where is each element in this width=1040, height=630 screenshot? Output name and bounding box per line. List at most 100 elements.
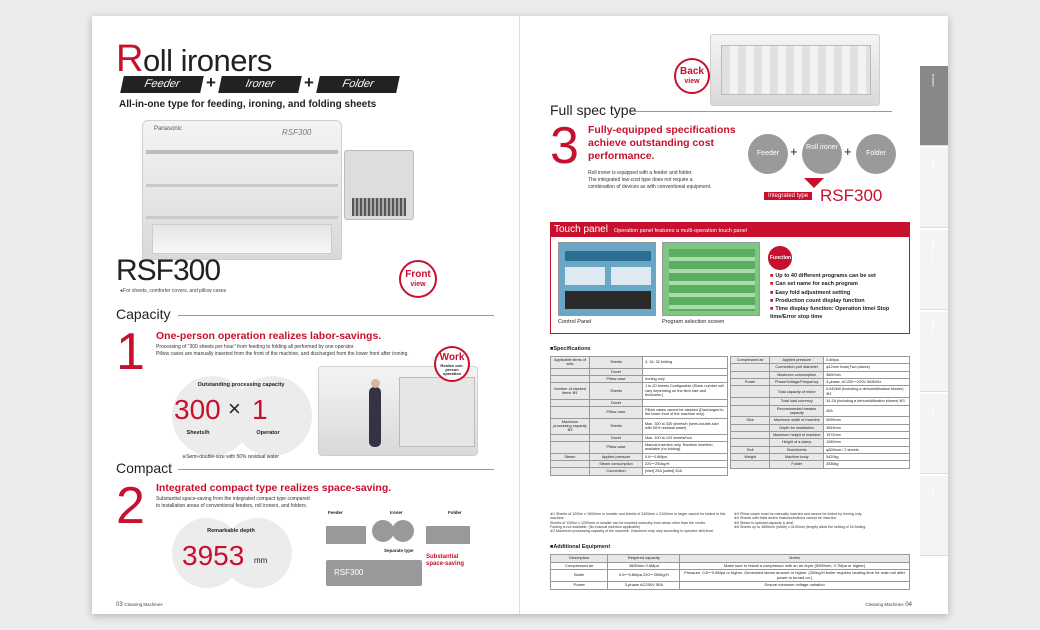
- footnote: Sheets of 1200m x 1200mm or smaller can …: [550, 520, 706, 525]
- feature-list: Up to 40 different programs can be set C…: [770, 272, 906, 322]
- spec-value: Manual insertion only. Random insertion …: [642, 441, 728, 454]
- arrow-down-icon: [804, 178, 824, 188]
- spec-group: Applicable items of sets: [550, 356, 590, 369]
- subtitle: All-in-one type for feeding, ironing, an…: [119, 99, 377, 110]
- spec-group: Weight: [729, 453, 771, 462]
- footnote: ※2 Maximum processing capacity of the ma…: [550, 529, 714, 534]
- spec-item: Steam consumption: [588, 460, 644, 469]
- times-sign: ×: [228, 396, 241, 421]
- spec-group: [550, 433, 590, 443]
- spec-group: Steam: [550, 452, 590, 462]
- unit-sheets: Sheets/h: [186, 430, 210, 436]
- footnote: ※4 Sheets with folds and/or features/but…: [734, 516, 837, 521]
- model-name: RSF300: [116, 254, 221, 287]
- spec-item: Maximum height of machine: [769, 430, 825, 440]
- side-tab[interactable]: Feeders: [920, 148, 948, 228]
- capacity-title: One-person operation realizes labor-savi…: [156, 330, 382, 342]
- capacity-note: ※Semi-double-size with 50% residual wate…: [182, 454, 280, 460]
- spec-group: [729, 430, 771, 440]
- capacity-body: Processing of "300 sheets per hour" from…: [156, 344, 409, 357]
- caption-program-selection: Program selection screen: [662, 319, 725, 325]
- spec-heading: ■Specifications: [550, 346, 591, 352]
- spec-item: Folder: [769, 460, 825, 469]
- diagram-label-feeder: Feeder: [328, 510, 343, 515]
- spec-value: Max. 300 to 330 sheets/h (semi-double-si…: [642, 417, 728, 435]
- integrated-type-label: RSF300: [334, 568, 364, 577]
- spec-value: 34.2A (including a dehumidification blow…: [823, 397, 910, 406]
- spec-item: Machine body: [769, 453, 825, 462]
- side-tab[interactable]: Folders: [920, 312, 948, 392]
- spec-row: Duvet: [550, 367, 728, 377]
- page-footer-right: Cleaning Machines 04: [865, 602, 912, 608]
- spec-group: [550, 398, 590, 407]
- column-header: Required capacity: [607, 554, 681, 563]
- diagram-label-folder: Folder: [448, 510, 462, 515]
- full-spec-heading: Full spec type: [550, 102, 637, 118]
- table-cell: 3-phase AC200V 50A: [607, 581, 681, 590]
- spec-group: Number of stacked items ※1: [550, 382, 590, 400]
- pill-ironer: Ironer: [218, 76, 302, 93]
- spec-item: Duvet: [588, 433, 644, 443]
- spec-value: φ300mm / 2 sheets: [823, 445, 910, 455]
- operator-photo: [318, 366, 478, 456]
- circle-bg: [222, 518, 292, 588]
- spec-value: 5.642kW (including a dehumidification bl…: [823, 385, 910, 399]
- divider: [632, 111, 892, 112]
- spec-value: 40A: [823, 404, 910, 418]
- spec-item: Recommended breaker capacity: [769, 404, 825, 418]
- capacity-value-operator: 1: [252, 394, 268, 425]
- side-tab[interactable]: Special: [920, 476, 948, 556]
- capacity-value-sheets: 300: [174, 394, 221, 425]
- compact-title: Integrated compact type realizes space-s…: [156, 482, 392, 494]
- spec-group: Power: [729, 378, 771, 387]
- pill-folder: Folder: [316, 76, 400, 93]
- diagram-label-ironer: Ironer: [390, 510, 403, 515]
- pill-feeder: Feeder: [120, 76, 204, 93]
- spec-item: Applied pressure: [769, 355, 825, 365]
- integrated-model: RSF300: [820, 186, 883, 205]
- table-cell: 0.6～0.8Mpa 220～250kg/H: [607, 569, 681, 583]
- spec-item: Depth for installation: [769, 423, 825, 432]
- spec-item: Sheets: [588, 356, 644, 369]
- spec-item: Maximum width of machine: [769, 416, 825, 425]
- control-panel-screen: [558, 242, 656, 316]
- spec-group: Maximum processing capacity ※2: [550, 417, 590, 435]
- plus-sign: +: [844, 144, 852, 159]
- footnote: ※6 Sheets up to 1650mm (width) x 3100mm …: [734, 524, 867, 529]
- spec-group: [729, 397, 771, 406]
- spec-group: [729, 438, 771, 447]
- spec-item: Pillow case: [588, 441, 644, 454]
- spec-item: Connection port diameter: [769, 363, 825, 372]
- spec-item: Total load currency: [769, 397, 825, 406]
- column-header: Notes: [679, 554, 910, 563]
- spec-group: [729, 423, 771, 432]
- spec-item: Size/sheets: [769, 445, 825, 455]
- side-tab[interactable]: Front line: [920, 394, 948, 474]
- side-tab-ironers[interactable]: Ironers: [920, 66, 948, 146]
- spec-row: Connection[inlet] 25A [outlet] 20A: [550, 467, 728, 476]
- integrated-type-badge: Integrated type: [764, 192, 813, 200]
- side-tab[interactable]: Roller Ironers: [920, 230, 948, 310]
- spec-item: Connection: [588, 467, 644, 476]
- full-spec-number: 3: [550, 117, 579, 175]
- plus-sign: +: [790, 144, 798, 159]
- spec-item: Phase/Voltage/Frequency: [769, 378, 825, 387]
- separate-type-label: Separate type: [384, 548, 414, 553]
- table-cell: 360ℓ/min 0.6Mpa: [607, 561, 681, 571]
- spec-value: 3953mm: [823, 423, 910, 432]
- spec-value: 3-phase, AC200～220V 50/60Hz: [823, 378, 910, 387]
- spec-value: 5095mm: [823, 416, 910, 425]
